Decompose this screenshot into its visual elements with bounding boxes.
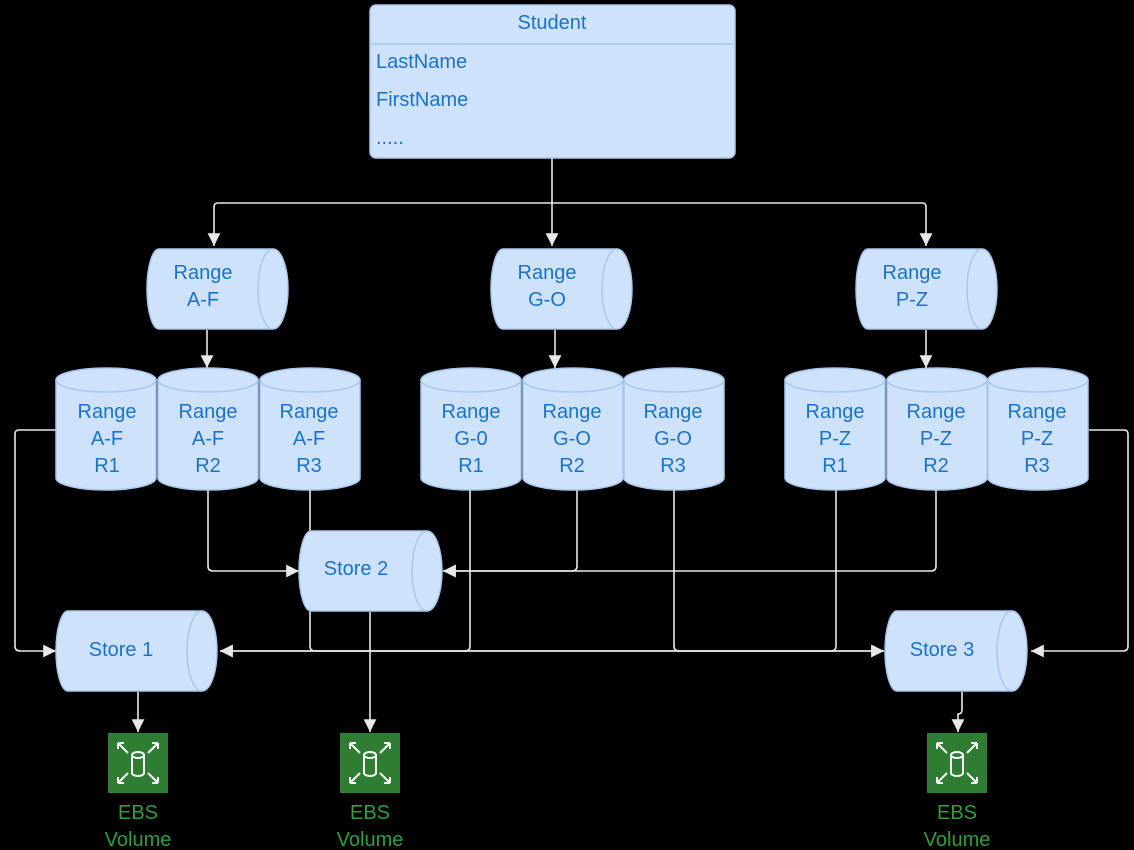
range-partition: Range P-Z xyxy=(855,248,998,330)
replica-label: Range xyxy=(543,401,602,423)
replica-label: Range xyxy=(179,401,238,423)
store-2: Store 2 xyxy=(298,530,443,612)
range-partition: Range G-O xyxy=(490,248,633,330)
ebs-volume-icon xyxy=(340,733,400,793)
entity-title: Student xyxy=(518,12,587,34)
store-label: Store 2 xyxy=(324,558,388,580)
ebs-label: EBS xyxy=(118,802,158,824)
edge-af-r1-store1 xyxy=(14,429,57,658)
replica-cylinder: Range A-F R3 xyxy=(259,367,361,491)
replica-cylinder: Range A-F R1 xyxy=(55,367,157,491)
replica-group-pz: Range P-Z R1 Range P-Z R2 Range P-Z R3 xyxy=(784,367,1089,491)
ebs-volume: EBS Volume xyxy=(924,733,991,850)
edge-student-range-pz xyxy=(552,202,933,246)
ebs-label: Volume xyxy=(337,829,404,850)
replica-cylinder: Range P-Z R3 xyxy=(987,367,1089,491)
entity-field: ..... xyxy=(376,127,404,149)
connectors xyxy=(14,158,1129,732)
replica-label: R2 xyxy=(559,455,585,477)
store-3: Store 3 xyxy=(884,610,1028,692)
ebs-volume-icon xyxy=(927,733,987,793)
ebs-volume-icon xyxy=(108,733,168,793)
replica-label: P-Z xyxy=(1021,428,1053,450)
replica-label: P-Z xyxy=(920,428,952,450)
edge-store3-ebs xyxy=(951,692,965,732)
edge-go-r3-store3 xyxy=(673,490,884,658)
replica-label: Range xyxy=(644,401,703,423)
range-label: Range xyxy=(883,262,942,284)
replica-cylinder: Range P-Z R1 xyxy=(784,367,886,491)
student-entity: Student LastName FirstName ..... xyxy=(369,4,736,159)
ebs-label: EBS xyxy=(937,802,977,824)
replica-label: P-Z xyxy=(819,428,851,450)
range-label: Range xyxy=(174,262,233,284)
store-label: Store 3 xyxy=(910,639,974,661)
replica-label: G-0 xyxy=(454,428,487,450)
store-1: Store 1 xyxy=(55,610,218,692)
replica-cylinder: Range A-F R2 xyxy=(157,367,259,491)
edge-pz-r2-store2 xyxy=(443,490,937,578)
range-label: Range xyxy=(518,262,577,284)
replica-label: G-O xyxy=(654,428,692,450)
replica-group-go: Range G-0 R1 Range G-O R2 Range G-O R3 xyxy=(420,367,725,491)
ebs-volume: EBS Volume xyxy=(337,733,404,850)
replica-label: A-F xyxy=(192,428,224,450)
replica-label: R2 xyxy=(195,455,221,477)
edge-af-r3-store3 xyxy=(309,490,884,658)
ebs-label: EBS xyxy=(350,802,390,824)
replica-label: Range xyxy=(280,401,339,423)
edge-student-range-af xyxy=(207,202,552,246)
replica-label: R1 xyxy=(94,455,120,477)
replica-cylinder: Range G-0 R1 xyxy=(420,367,522,491)
replica-group-af: Range A-F R1 Range A-F R2 Range A-F R3 xyxy=(55,367,361,491)
replica-label: A-F xyxy=(293,428,325,450)
replica-label: R3 xyxy=(296,455,322,477)
replica-label: G-O xyxy=(553,428,591,450)
range-label: G-O xyxy=(528,289,566,311)
edge-pz-r3-store3 xyxy=(1031,429,1129,658)
range-label: P-Z xyxy=(896,289,928,311)
store-label: Store 1 xyxy=(89,639,153,661)
range-label: A-F xyxy=(187,289,219,311)
replica-label: R3 xyxy=(660,455,686,477)
replica-label: R1 xyxy=(458,455,484,477)
replica-label: Range xyxy=(907,401,966,423)
replica-label: Range xyxy=(1008,401,1067,423)
ebs-label: Volume xyxy=(924,829,991,850)
replica-cylinder: Range G-O R2 xyxy=(522,367,624,491)
replica-cylinder: Range G-O R3 xyxy=(623,367,725,491)
replica-label: R3 xyxy=(1024,455,1050,477)
replica-label: A-F xyxy=(91,428,123,450)
replica-label: Range xyxy=(806,401,865,423)
range-partition: Range A-F xyxy=(146,248,289,330)
replica-label: Range xyxy=(78,401,137,423)
replica-label: R2 xyxy=(923,455,949,477)
edge-go-r2-store2 xyxy=(443,490,578,578)
replica-cylinder: Range P-Z R2 xyxy=(886,367,988,491)
entity-field: FirstName xyxy=(376,89,468,111)
ebs-volume: EBS Volume xyxy=(105,733,172,850)
entity-field: LastName xyxy=(376,51,467,73)
replica-label: Range xyxy=(442,401,501,423)
ebs-label: Volume xyxy=(105,829,172,850)
edge-af-r2-store2 xyxy=(207,490,299,578)
replica-label: R1 xyxy=(822,455,848,477)
